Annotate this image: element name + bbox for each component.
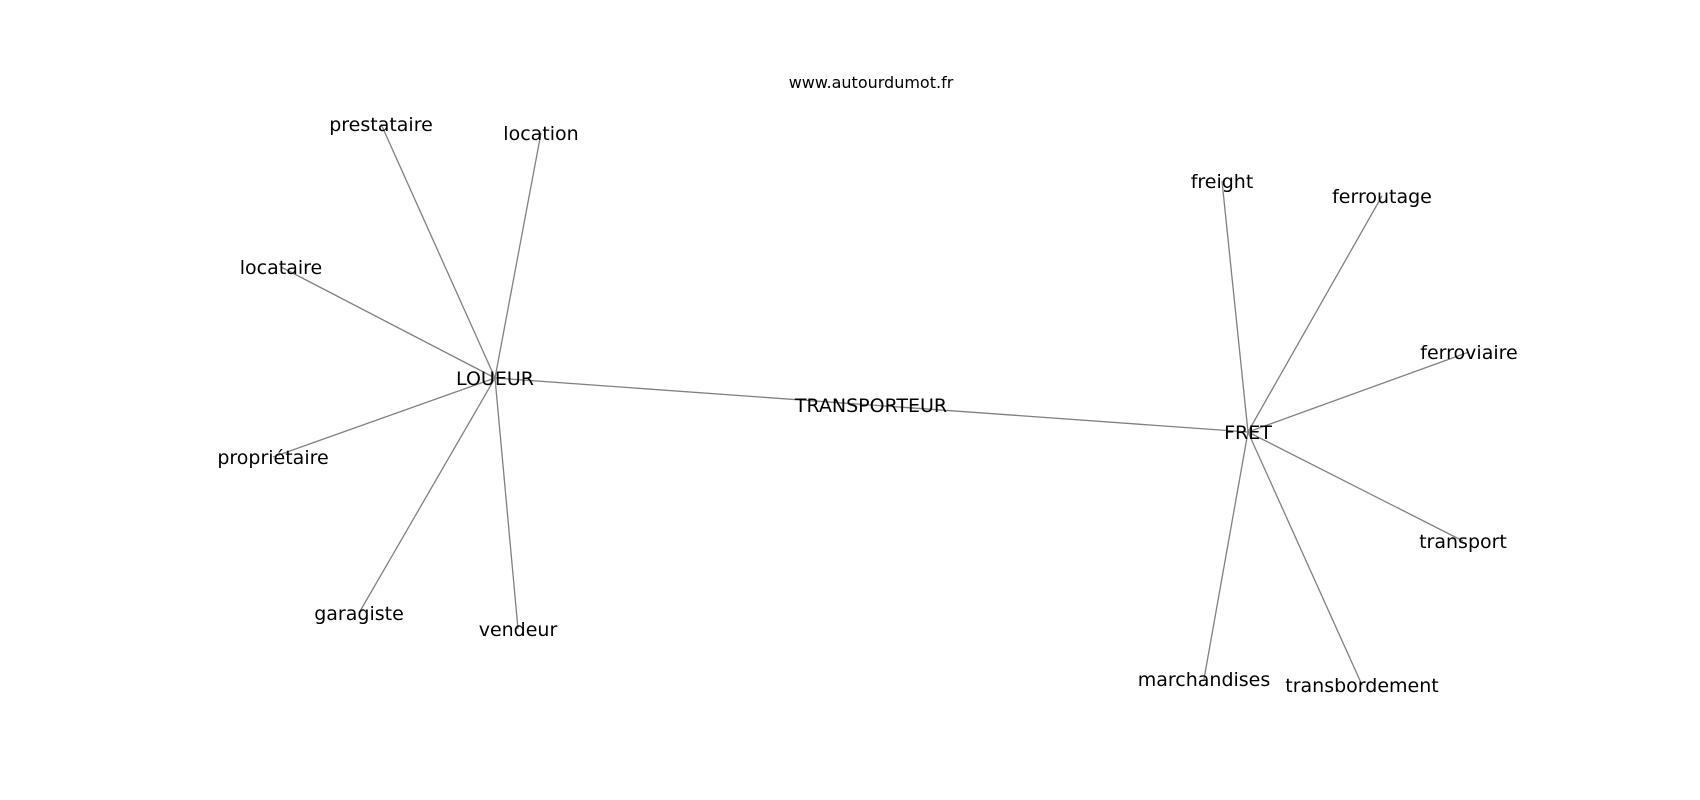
source-label: www.autourdumot.fr [789, 73, 954, 92]
node-locataire[interactable]: locataire [240, 257, 322, 279]
edge-loueur-prestataire [380, 123, 496, 379]
node-vendeur[interactable]: vendeur [479, 619, 558, 641]
edge-fret-ferroutage [1247, 195, 1383, 433]
node-prestataire[interactable]: prestataire [329, 114, 433, 136]
node-transbordement[interactable]: transbordement [1285, 675, 1438, 697]
node-proprietaire[interactable]: propriétaire [217, 447, 328, 469]
edge-loueur-garagiste [358, 377, 496, 614]
edge-loueur-locataire [280, 266, 496, 379]
node-transport[interactable]: transport [1419, 531, 1507, 553]
edge-loueur-location [494, 132, 542, 379]
node-garagiste[interactable]: garagiste [314, 603, 404, 625]
node-marchandises[interactable]: marchandises [1138, 669, 1271, 691]
node-freight[interactable]: freight [1191, 171, 1254, 193]
edge-fret-transbordement [1247, 431, 1363, 686]
node-fret[interactable]: FRET [1224, 422, 1272, 444]
edge-transporteur-fret [870, 404, 1249, 433]
edge-fret-marchandises [1203, 431, 1249, 680]
edge-fret-transport [1247, 431, 1464, 542]
edge-loueur-proprietaire [272, 377, 496, 458]
edge-loueur-transporteur [494, 377, 872, 406]
edge-fret-ferroviaire [1247, 351, 1470, 433]
node-ferroutage[interactable]: ferroutage [1332, 186, 1432, 208]
nodes-layer: TRANSPORTEUR LOUEUR FRET prestataire locatio… [217, 114, 1517, 697]
edges-layer [272, 123, 1470, 686]
node-ferroviaire[interactable]: ferroviaire [1420, 342, 1517, 364]
edge-loueur-vendeur [494, 377, 519, 630]
edge-fret-freight [1221, 180, 1249, 433]
node-location[interactable]: location [503, 123, 578, 145]
node-loueur[interactable]: LOUEUR [456, 368, 534, 390]
node-transporteur[interactable]: TRANSPORTEUR [794, 395, 947, 417]
